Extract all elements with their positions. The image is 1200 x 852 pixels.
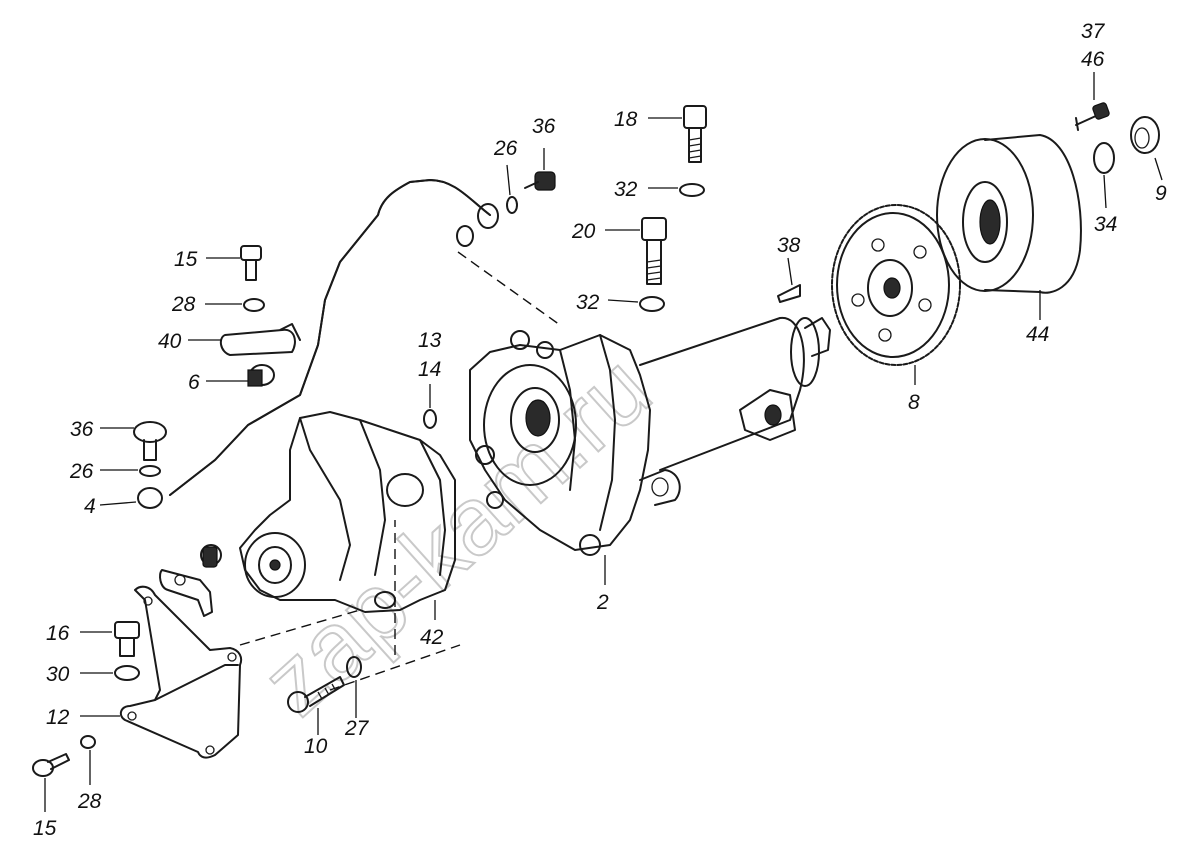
callout-2: 2 <box>596 591 609 614</box>
callout-44: 44 <box>1026 323 1049 346</box>
callout-15b: 15 <box>33 817 57 840</box>
callout-labels: 37 46 9 34 44 8 38 18 32 20 32 36 26 15 … <box>33 20 1167 840</box>
callout-28a: 28 <box>171 293 196 316</box>
callout-30: 30 <box>46 663 70 686</box>
watermark: zap-kam.ru <box>242 335 670 736</box>
washer-32b <box>639 296 665 312</box>
callout-18: 18 <box>614 108 638 131</box>
clamp-40 <box>219 323 301 356</box>
callout-36b: 36 <box>70 418 94 441</box>
washer-27 <box>346 656 362 678</box>
callout-14: 14 <box>418 358 441 381</box>
callout-16: 16 <box>46 622 70 645</box>
callout-20: 20 <box>571 220 596 243</box>
sleeve-6 <box>247 364 275 387</box>
callout-42: 42 <box>420 626 444 649</box>
washer-34 <box>1093 142 1115 174</box>
washer-28a <box>243 298 265 312</box>
callout-6: 6 <box>188 371 200 394</box>
bolt-15b <box>32 753 70 777</box>
callout-37: 37 <box>1081 20 1106 43</box>
callout-9: 9 <box>1155 182 1167 205</box>
bolt-18 <box>683 105 707 163</box>
leader-lines <box>44 72 1163 812</box>
washer-pipe <box>456 225 474 247</box>
callout-8: 8 <box>908 391 920 414</box>
washer-26a <box>506 196 518 214</box>
callout-46: 46 <box>1081 48 1105 71</box>
fuel-pump-42 <box>239 411 456 613</box>
callout-13: 13 <box>418 329 442 352</box>
callout-38: 38 <box>777 234 801 257</box>
callout-40: 40 <box>158 330 182 353</box>
callout-28b: 28 <box>77 790 102 813</box>
banjo-bolt-36a <box>524 171 556 191</box>
bolt-20 <box>641 217 667 285</box>
callout-34: 34 <box>1094 213 1117 236</box>
washer-30 <box>114 665 140 681</box>
nut-9 <box>1130 116 1160 154</box>
callout-32a: 32 <box>614 178 638 201</box>
bolt-15a <box>240 245 262 281</box>
o-ring-14 <box>423 409 437 429</box>
washer-32a <box>679 183 705 197</box>
assembly-axis-lines <box>239 251 561 691</box>
washer-26b <box>139 465 161 477</box>
callout-26b: 26 <box>69 460 94 483</box>
callout-32b: 32 <box>576 291 600 314</box>
banjo-bolt-36b <box>133 421 167 461</box>
callout-36a: 36 <box>532 115 556 138</box>
screw-10 <box>287 676 345 713</box>
small-bracket <box>159 544 222 617</box>
gear-8 <box>831 204 961 366</box>
washer-28b <box>80 735 96 749</box>
callout-10: 10 <box>304 735 328 758</box>
fuel-pipe <box>137 179 499 509</box>
bolt-16 <box>114 621 140 657</box>
key-38 <box>777 284 801 303</box>
callout-12: 12 <box>46 706 70 729</box>
callout-4: 4 <box>84 495 96 518</box>
pulley-drum-44 <box>936 134 1082 294</box>
bracket-12 <box>119 585 243 759</box>
callout-27: 27 <box>344 717 370 740</box>
bolt-37 <box>1075 102 1110 131</box>
callout-15a: 15 <box>174 248 198 271</box>
gear-housing-2 <box>469 316 831 556</box>
callout-26a: 26 <box>493 137 518 160</box>
